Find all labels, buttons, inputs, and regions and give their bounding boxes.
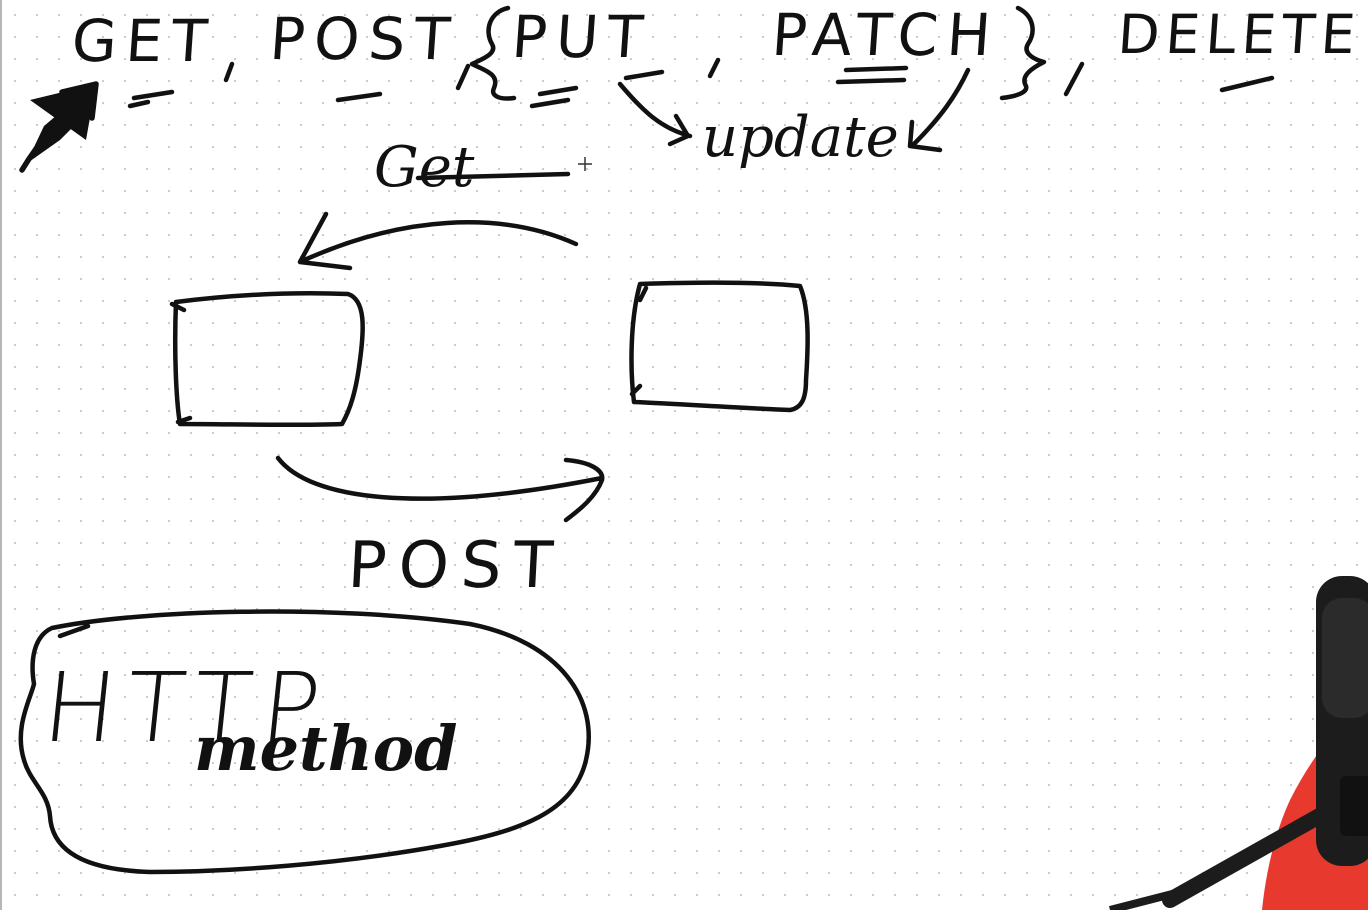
pointer-arrow-head [30, 84, 96, 140]
http-cloud-outline [18, 609, 591, 875]
microphone-stand-base [1109, 888, 1181, 910]
patch-to-update-arrow [907, 67, 971, 153]
underline-post [335, 91, 383, 103]
brace-open [469, 5, 517, 101]
microphone-grille [1322, 598, 1368, 718]
get-arrow [297, 211, 579, 271]
method-label: method [194, 712, 458, 785]
put-to-update-arrow [617, 81, 693, 147]
microphone-stand [1162, 802, 1338, 908]
underline-put-1 [537, 85, 579, 97]
update-label: update [702, 105, 899, 170]
get-arrow-label: Get [374, 135, 475, 200]
comma-4 [1063, 61, 1085, 97]
comma-1 [223, 61, 235, 83]
comma-2 [455, 63, 471, 91]
cursor-crosshair-icon [578, 157, 592, 171]
underline-patch-1 [843, 65, 909, 73]
canvas-edge [0, 0, 2, 910]
underline-get [127, 89, 175, 109]
underline-put-3 [623, 69, 665, 81]
underline-patch-2 [835, 77, 907, 85]
brace-close [999, 5, 1047, 101]
microphone-mount [1340, 776, 1368, 836]
get-tail-line [415, 171, 571, 181]
server-box [629, 280, 810, 413]
comma-3 [707, 57, 721, 79]
post-arrow [275, 455, 605, 523]
client-box [169, 291, 365, 428]
underline-delete [1219, 75, 1275, 93]
underline-put-2 [529, 97, 571, 109]
